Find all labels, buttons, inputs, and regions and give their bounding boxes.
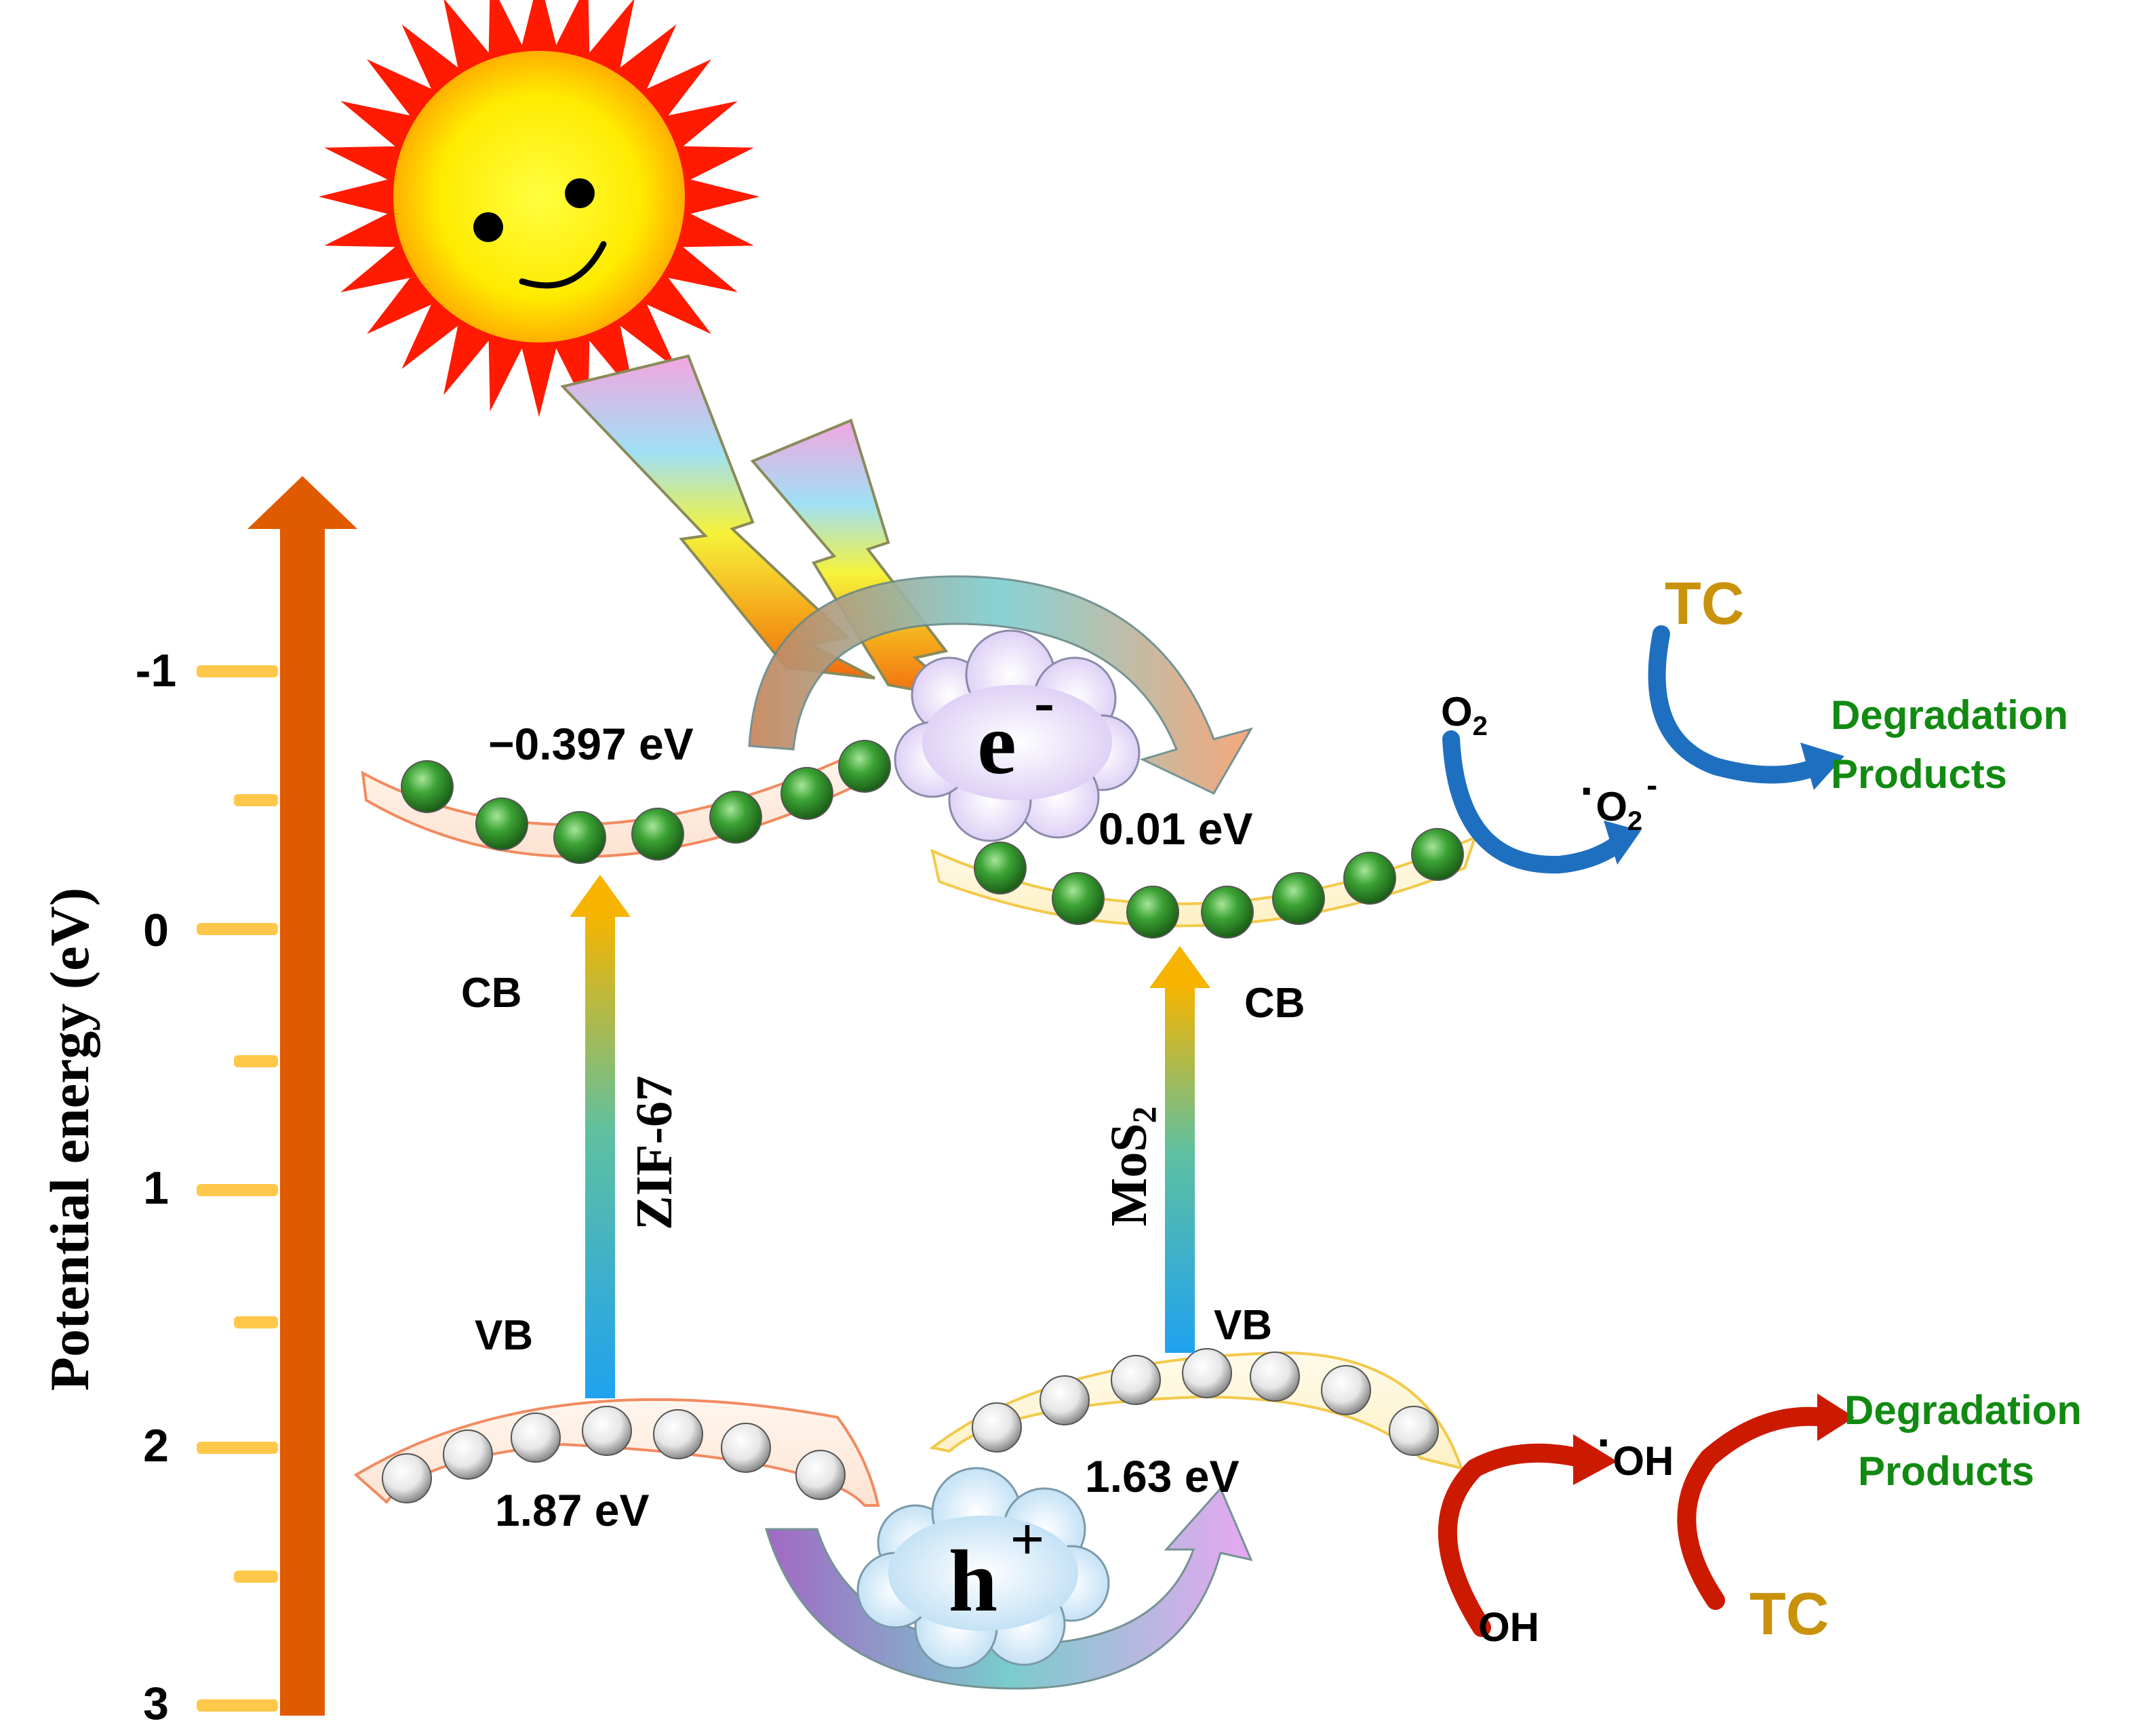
electron-ball bbox=[631, 808, 684, 861]
hole-ball bbox=[653, 1409, 703, 1459]
charge-carriers bbox=[382, 740, 1464, 1503]
superoxide-arrow bbox=[1442, 730, 1641, 874]
tc-label-top: TC bbox=[1665, 570, 1744, 637]
zif-vb-label: VB bbox=[475, 1312, 533, 1359]
tick-label: 3 bbox=[143, 1678, 169, 1729]
tc-degradation-arrow-bottom bbox=[1677, 1394, 1855, 1610]
electron-ball bbox=[1201, 886, 1254, 939]
electron-ball bbox=[838, 740, 891, 793]
axis-arrow-head bbox=[248, 476, 357, 529]
electron-ball bbox=[475, 797, 528, 850]
axis-minor-tick bbox=[234, 1571, 278, 1583]
zif-cb-energy: −0.397 eV bbox=[488, 719, 694, 769]
mos-cb-energy: 0.01 eV bbox=[1098, 804, 1253, 854]
hole-ball bbox=[972, 1402, 1022, 1453]
hydroxyl-arrow bbox=[1438, 1434, 1617, 1637]
axis-title: Potential energy (eV) bbox=[39, 888, 100, 1391]
hole-ball bbox=[1182, 1348, 1232, 1398]
products-label-top-line2: Products bbox=[1831, 751, 2007, 797]
hole-ball bbox=[582, 1406, 632, 1456]
hole-ball bbox=[1111, 1355, 1161, 1405]
electron-ball bbox=[974, 842, 1027, 894]
tc-degradation-arrow-top bbox=[1648, 625, 1844, 790]
axis-major-tick bbox=[197, 1442, 278, 1454]
hole-charge: + bbox=[1010, 1506, 1044, 1573]
sun-icon bbox=[319, 0, 759, 417]
mos-name: MoS2 bbox=[1101, 1107, 1163, 1227]
hydroxyl-radical-label: ·OH bbox=[1597, 1416, 1674, 1484]
mos-excitation-arrow bbox=[1149, 946, 1210, 1353]
mos-vb-label: VB bbox=[1214, 1302, 1272, 1349]
axis-major-tick bbox=[197, 923, 278, 935]
hole-ball bbox=[721, 1423, 771, 1473]
electron-cloud: e - bbox=[894, 629, 1141, 842]
electron-ball bbox=[1343, 852, 1396, 905]
hole-ball bbox=[1389, 1406, 1439, 1456]
zif-cb-label: CB bbox=[461, 970, 522, 1017]
tc-label-bottom: TC bbox=[1749, 1580, 1829, 1647]
axis-major-tick bbox=[197, 1184, 278, 1196]
electron-ball bbox=[780, 767, 833, 820]
hole-ball bbox=[795, 1450, 846, 1500]
products-label-bottom: Degradation bbox=[1844, 1387, 2082, 1433]
axis-arrow-shaft bbox=[280, 522, 325, 1716]
hole-ball bbox=[1321, 1365, 1371, 1415]
axis-minor-tick bbox=[234, 794, 278, 806]
hole-ball bbox=[1040, 1375, 1090, 1425]
products-label-top: Degradation bbox=[1831, 692, 2068, 738]
electron-symbol: e bbox=[977, 695, 1016, 793]
electron-charge: - bbox=[1034, 669, 1054, 736]
o2-label: O2 bbox=[1441, 689, 1488, 741]
electron-ball bbox=[1052, 872, 1105, 925]
tick-label: 0 bbox=[143, 905, 169, 956]
electron-ball bbox=[1126, 886, 1179, 939]
hole-ball bbox=[511, 1413, 561, 1463]
electron-transfer-arrow bbox=[748, 575, 1254, 795]
sun-left-eye bbox=[473, 212, 503, 242]
mos-name-text: MoS bbox=[1101, 1124, 1157, 1227]
products-label-bottom-line2: Products bbox=[1858, 1448, 2034, 1494]
electron-ball bbox=[709, 791, 762, 844]
superoxide-radical-label: ·O2- bbox=[1580, 764, 1657, 836]
tick-label: 1 bbox=[143, 1162, 169, 1214]
axis-minor-tick bbox=[234, 1316, 278, 1328]
zif-excitation-arrow bbox=[570, 875, 631, 1398]
zif-vb-energy: 1.87 eV bbox=[495, 1485, 650, 1535]
mos-cb-label: CB bbox=[1244, 980, 1305, 1027]
electron-ball bbox=[1272, 872, 1325, 925]
mos-vb-energy: 1.63 eV bbox=[1085, 1451, 1240, 1501]
tick-label: 2 bbox=[143, 1420, 169, 1472]
zif-name: ZIF-67 bbox=[626, 1076, 683, 1230]
mos-name-subscript: 2 bbox=[1125, 1107, 1163, 1124]
electron-ball bbox=[1411, 828, 1464, 881]
oh-label: OH bbox=[1478, 1604, 1539, 1650]
hole-ball bbox=[382, 1453, 432, 1503]
hole-ball bbox=[443, 1429, 493, 1480]
hole-symbol: h bbox=[949, 1533, 997, 1630]
axis-minor-tick bbox=[234, 1055, 278, 1067]
hole-cloud: h + bbox=[856, 1467, 1110, 1670]
lightning-bolt-icon bbox=[750, 418, 968, 701]
potential-energy-axis: -1 0 1 2 3 Potential energy (eV) bbox=[39, 476, 357, 1729]
axis-major-tick bbox=[197, 665, 278, 677]
axis-major-tick bbox=[197, 1699, 278, 1712]
electron-ball bbox=[553, 811, 606, 864]
electron-ball bbox=[401, 760, 454, 813]
hole-ball bbox=[1250, 1352, 1300, 1402]
sun-smile bbox=[519, 241, 607, 289]
tick-label: -1 bbox=[136, 645, 176, 696]
svg-text:MoS2: MoS2 bbox=[1101, 1107, 1163, 1227]
sun-right-eye bbox=[565, 178, 595, 208]
